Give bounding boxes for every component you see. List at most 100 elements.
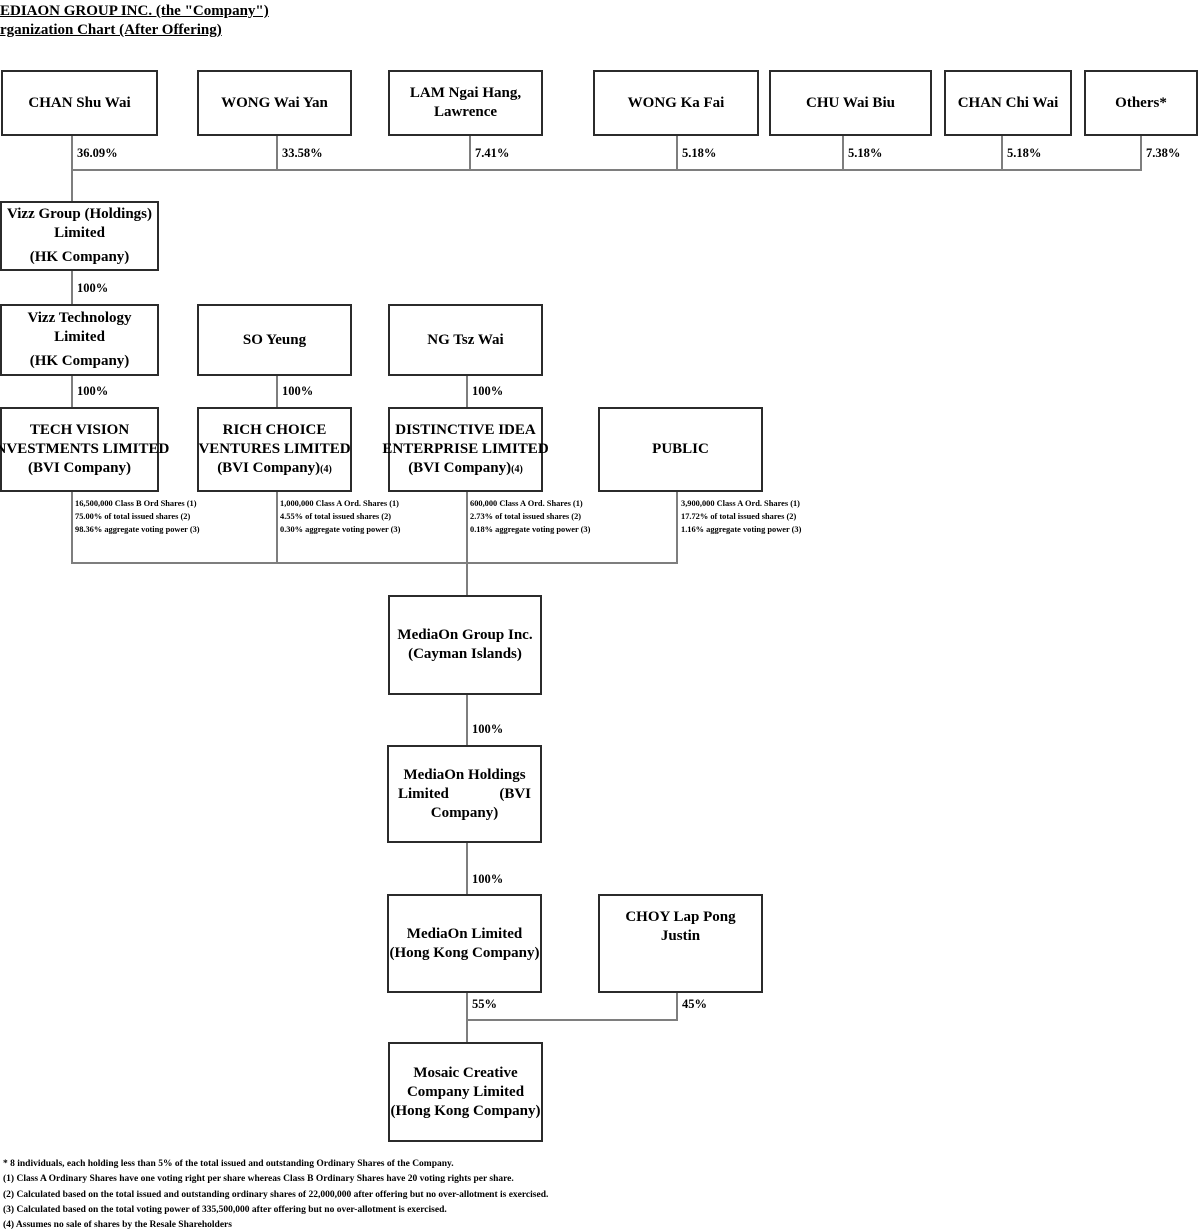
company-name: Limited (BVI <box>389 785 540 804</box>
box-chan-chi-wai: CHAN Chi Wai <box>944 70 1072 136</box>
ownership-pct: 100% <box>472 384 504 398</box>
ownership-pct: 36.09% <box>77 146 118 160</box>
company-name: Mosaic Creative <box>413 1064 518 1081</box>
detail-line: 4.55% of total issued shares (2) <box>280 511 392 521</box>
box-vizz-technology: Vizz Technology Limited (HK Company) <box>0 304 159 376</box>
box-ng-tsz-wai: NG Tsz Wai <box>388 304 543 376</box>
connector-line <box>676 993 678 1021</box>
company-name: Vizz Group (Holdings) <box>6 206 152 222</box>
page-title-line2: rganization Chart (After Offering) <box>0 22 222 38</box>
shareholding-details-distinctive: 600,000 Class A Ord. Shares (1) 2.73% of… <box>470 498 670 537</box>
footnote-marker: (4) <box>320 463 332 475</box>
box-distinctive-idea: DISTINCTIVE IDEA ENTERPRISE LIMITED (BVI… <box>382 407 549 492</box>
box-chu-wai-biu: CHU Wai Biu <box>769 70 932 136</box>
detail-line: 75.00% of total issued shares (2) <box>75 511 191 521</box>
company-name: Justin <box>660 928 701 944</box>
company-name: VENTURES LIMITED <box>198 440 351 457</box>
box-mediaon-holdings: MediaOn Holdings Limited (BVI Company) <box>387 745 542 843</box>
ownership-pct: 100% <box>472 872 504 886</box>
box-so-yeung: SO Yeung <box>197 304 352 376</box>
company-type: (BVI Company) <box>28 460 131 476</box>
company-name: Company Limited <box>406 1083 525 1100</box>
footnote-line: * 8 individuals, each holding less than … <box>3 1159 454 1169</box>
company-name: MediaOn Group Inc. <box>397 627 533 643</box>
company-name: LAM Ngai Hang, <box>409 85 522 101</box>
company-name: ENTERPRISE LIMITED <box>382 440 549 457</box>
box-chan-shu-wai: CHAN Shu Wai <box>1 70 158 136</box>
box-mediaon-limited: MediaOn Limited (Hong Kong Company) <box>387 894 542 993</box>
connector-line <box>71 169 73 201</box>
footnotes: * 8 individuals, each holding less than … <box>3 1157 548 1231</box>
company-name: Vizz Technology <box>27 310 132 326</box>
company-type-text: (BVI Company) <box>408 459 512 476</box>
detail-line: 0.18% aggregate voting power (3) <box>470 524 591 534</box>
company-type: (Cayman Islands) <box>408 646 522 662</box>
connector-line <box>71 169 1142 171</box>
box-vizz-group-holdings: Vizz Group (Holdings) Limited (HK Compan… <box>0 201 159 271</box>
connector-line <box>71 136 73 170</box>
company-name: NG Tsz Wai <box>427 331 504 348</box>
ownership-pct: 7.38% <box>1146 146 1181 160</box>
connector-line <box>466 843 468 894</box>
company-name: WONG Wai Yan <box>221 94 328 111</box>
box-wong-ka-fai: WONG Ka Fai <box>593 70 759 136</box>
box-public: PUBLIC <box>598 407 763 492</box>
connector-line <box>842 136 844 170</box>
company-name: RICH CHOICE <box>222 421 327 438</box>
ownership-pct: 100% <box>282 384 314 398</box>
box-lam-ngai-hang: LAM Ngai Hang, Lawrence <box>388 70 543 136</box>
ownership-pct: 33.58% <box>282 146 323 160</box>
connector-line <box>466 695 468 745</box>
ownership-pct: 45% <box>682 997 707 1011</box>
ownership-pct: 55% <box>472 997 497 1011</box>
company-name: Limited <box>54 329 105 345</box>
box-choy-lap-pong: CHOY Lap Pong Justin <box>598 894 763 993</box>
footnote-line: (3) Calculated based on the total voting… <box>3 1204 447 1215</box>
company-type: (BVI Company)(4) <box>217 459 332 479</box>
footnote-line: (2) Calculated based on the total issued… <box>3 1189 549 1200</box>
detail-line: 1,000,000 Class A Ord. Shares (1) <box>280 499 399 508</box>
detail-line: 3,900,000 Class A Ord. Shares (1) <box>681 499 800 508</box>
connector-line <box>71 492 73 564</box>
company-type-text: (BVI Company) <box>217 459 321 476</box>
box-wong-wai-yan: WONG Wai Yan <box>197 70 352 136</box>
company-name: WONG Ka Fai <box>627 94 725 111</box>
footnote-line: (1) Class A Ordinary Shares have one vot… <box>3 1174 514 1185</box>
ownership-pct: 5.18% <box>682 146 717 160</box>
detail-line: 0.30% aggregate voting power (3) <box>280 524 401 534</box>
connector-line <box>276 136 278 170</box>
company-name: CHU Wai Biu <box>806 94 895 111</box>
company-type: (Hong Kong Company) <box>389 944 540 961</box>
connector-line <box>466 492 468 564</box>
ownership-pct: 5.18% <box>1007 146 1042 160</box>
company-name: MediaOn Holdings <box>403 766 526 783</box>
connector-line <box>1001 136 1003 170</box>
connector-line <box>676 136 678 170</box>
box-rich-choice: RICH CHOICE VENTURES LIMITED (BVI Compan… <box>197 407 352 492</box>
company-name: INVESTMENTS LIMITED <box>0 441 170 457</box>
connector-line <box>466 1019 678 1021</box>
connector-line <box>676 492 678 564</box>
company-type: Company) <box>430 804 499 821</box>
connector-line <box>466 993 468 1042</box>
company-name: PUBLIC <box>652 441 709 457</box>
company-name: TECH VISION <box>29 422 130 438</box>
footnote-marker: (4) <box>511 463 523 475</box>
shareholding-details-tech-vision: 16,500,000 Class B Ord Shares (1) 75.00%… <box>75 498 275 537</box>
shareholding-details-public: 3,900,000 Class A Ord. Shares (1) 17.72%… <box>681 498 881 537</box>
ownership-pct: 100% <box>472 722 504 736</box>
detail-line: 17.72% of total issued shares (2) <box>681 511 797 521</box>
company-type: (HK Company) <box>29 249 130 265</box>
connector-line <box>466 564 468 595</box>
company-type: (HK Company) <box>29 353 130 369</box>
connector-line <box>71 271 73 304</box>
shareholding-details-rich-choice: 1,000,000 Class A Ord. Shares (1) 4.55% … <box>280 498 480 537</box>
company-type: (Hong Kong Company) <box>390 1102 541 1119</box>
company-name: Limited <box>54 225 105 241</box>
connector-line <box>276 492 278 564</box>
detail-line: 1.16% aggregate voting power (3) <box>681 524 802 534</box>
company-name: Lawrence <box>433 104 498 120</box>
connector-line <box>466 376 468 407</box>
detail-line: 98.36% aggregate voting power (3) <box>75 524 200 534</box>
